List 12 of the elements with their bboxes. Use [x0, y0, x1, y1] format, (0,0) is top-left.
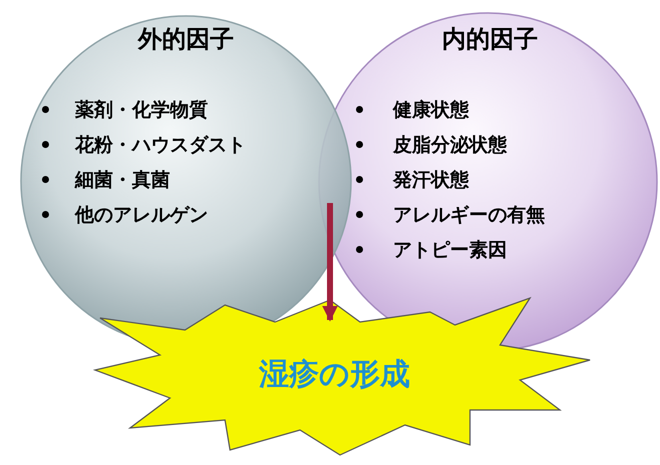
- result-label: 湿疹の形成: [259, 356, 410, 394]
- list-item: 皮脂分泌状態: [393, 133, 507, 158]
- list-item: アトピー素因: [393, 238, 507, 263]
- list-item: 他のアレルゲン: [75, 203, 208, 228]
- list-item: 薬剤・化学物質: [75, 98, 208, 123]
- circle-title: 外的因子: [138, 24, 234, 55]
- list-item: アレルギーの有無: [393, 203, 545, 228]
- list-item: 健康状態: [393, 98, 469, 123]
- list-item: 花粉・ハウスダスト: [75, 133, 246, 158]
- list-item: 発汗状態: [393, 168, 469, 193]
- list-item: 細菌・真菌: [75, 168, 170, 193]
- circle-title: 内的因子: [442, 24, 538, 55]
